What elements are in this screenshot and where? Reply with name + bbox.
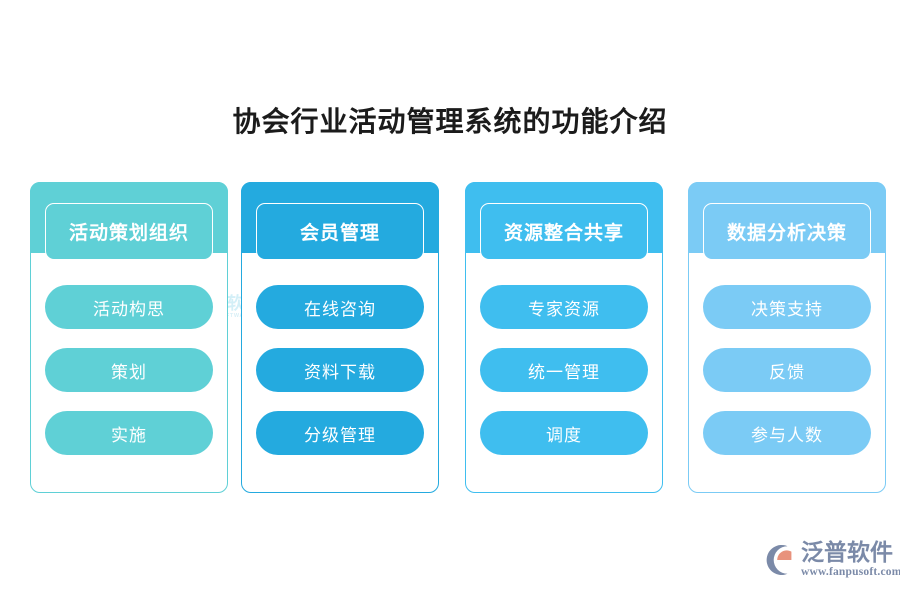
card-item-label: 反馈 — [769, 362, 805, 382]
card-item[interactable]: 在线咨询 — [256, 285, 424, 329]
card-item[interactable]: 决策支持 — [703, 285, 871, 329]
card-header-label: 数据分析决策 — [726, 223, 847, 244]
feature-card-2[interactable]: 会员管理 在线咨询 资料下载 分级管理 — [241, 182, 439, 493]
brand-url: www.fanpusoft.com — [801, 566, 900, 579]
card-header-label: 资源整合共享 — [503, 223, 624, 244]
brand-text: 泛普软件 www.fanpusoft.com — [801, 541, 900, 579]
card-item-label: 活动构思 — [93, 299, 165, 319]
card-item-label: 资料下载 — [304, 362, 376, 382]
card-header-label: 会员管理 — [299, 223, 380, 244]
card-item-label: 策划 — [111, 362, 147, 382]
card-item-label: 统一管理 — [528, 362, 600, 382]
card-item[interactable]: 策划 — [45, 348, 213, 392]
card-item[interactable]: 反馈 — [703, 348, 871, 392]
card-item[interactable]: 实施 — [45, 411, 213, 455]
card-item-list-4: 决策支持 反馈 参与人数 — [703, 285, 871, 455]
card-item-list-2: 在线咨询 资料下载 分级管理 — [256, 285, 424, 455]
card-header-3[interactable]: 资源整合共享 — [480, 203, 648, 260]
card-item-label: 参与人数 — [751, 425, 823, 445]
card-item[interactable]: 资料下载 — [256, 348, 424, 392]
card-item-list-1: 活动构思 策划 实施 — [45, 285, 213, 455]
feature-card-1[interactable]: 活动策划组织 活动构思 策划 实施 — [30, 182, 228, 493]
card-item[interactable]: 分级管理 — [256, 411, 424, 455]
card-item-list-3: 专家资源 统一管理 调度 — [480, 285, 648, 455]
card-header-2[interactable]: 会员管理 — [256, 203, 424, 260]
card-item-label: 决策支持 — [751, 299, 823, 319]
brand-name: 泛普软件 — [801, 540, 893, 566]
page-title: 协会行业活动管理系统的功能介绍 — [232, 107, 668, 138]
card-item[interactable]: 参与人数 — [703, 411, 871, 455]
card-item-label: 在线咨询 — [304, 299, 376, 319]
card-item-label: 分级管理 — [304, 425, 376, 445]
card-item-label: 实施 — [111, 425, 147, 445]
brand-logo-icon — [764, 543, 798, 577]
card-item[interactable]: 活动构思 — [45, 285, 213, 329]
card-item-label: 专家资源 — [528, 299, 600, 319]
brand-logo: 泛普软件 www.fanpusoft.com — [764, 536, 900, 584]
card-header-4[interactable]: 数据分析决策 — [703, 203, 871, 260]
feature-card-3[interactable]: 资源整合共享 专家资源 统一管理 调度 — [465, 182, 663, 493]
card-item-label: 调度 — [546, 425, 582, 445]
card-header-label: 活动策划组织 — [68, 223, 189, 244]
card-item[interactable]: 调度 — [480, 411, 648, 455]
feature-card-4[interactable]: 数据分析决策 决策支持 反馈 参与人数 — [688, 182, 886, 493]
card-item[interactable]: 专家资源 — [480, 285, 648, 329]
card-header-1[interactable]: 活动策划组织 — [45, 203, 213, 260]
card-item[interactable]: 统一管理 — [480, 348, 648, 392]
